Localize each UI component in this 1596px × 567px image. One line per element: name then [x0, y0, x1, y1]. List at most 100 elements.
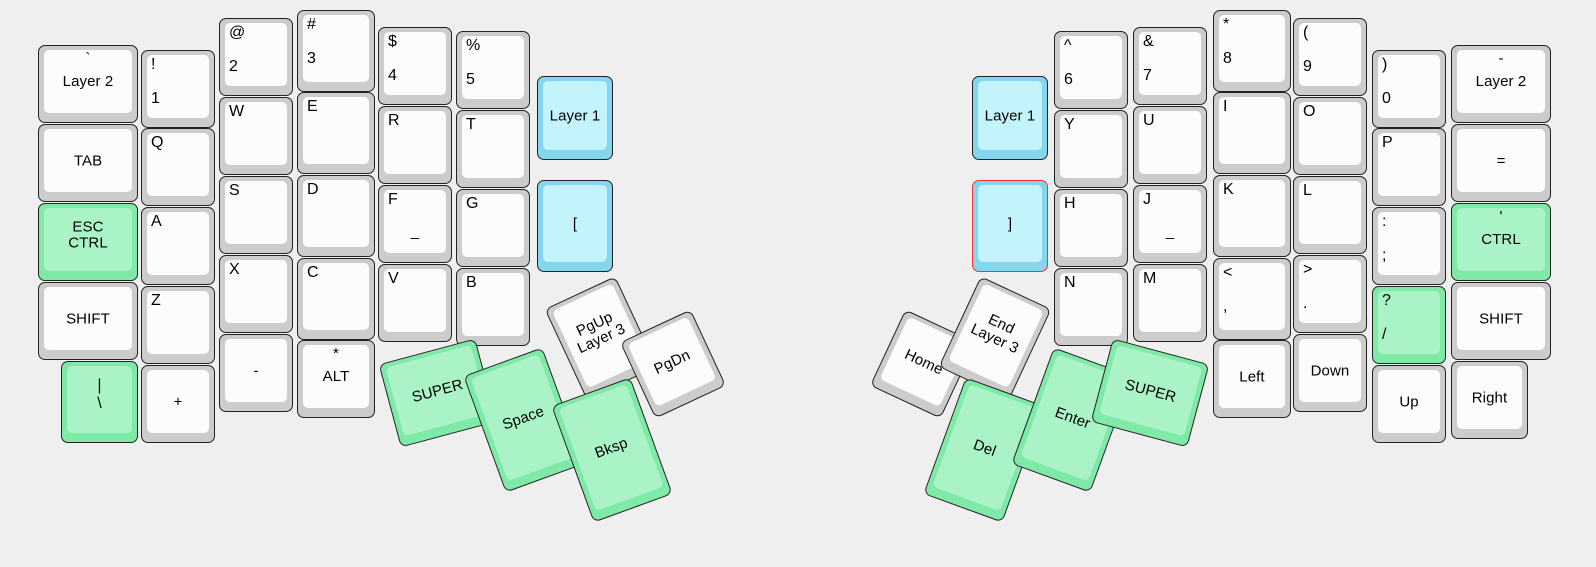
key-alt[interactable]: *ALT	[297, 340, 375, 418]
key-t[interactable]: T	[456, 110, 530, 188]
key-tab[interactable]: TAB	[38, 124, 138, 202]
key-4[interactable]: $4	[378, 27, 452, 105]
key-1[interactable]: !1	[141, 50, 215, 128]
key-n[interactable]: N	[1054, 268, 1128, 346]
keycap-surface	[225, 181, 287, 244]
key-equals[interactable]: =	[1451, 124, 1551, 202]
key-legend-center: SHIFT	[1479, 310, 1523, 328]
key-minus-layer2[interactable]: -Layer 2	[1451, 45, 1551, 123]
key-legend-bottom: 5	[466, 71, 475, 88]
key-legend-top: P	[1382, 134, 1393, 151]
keycap-surface	[462, 115, 524, 178]
key-f[interactable]: F_	[378, 185, 452, 263]
key-p[interactable]: P	[1372, 128, 1446, 206]
key-legend-bottom: 1	[151, 90, 160, 107]
keycap-surface	[1457, 129, 1545, 192]
key-quote-ctrl[interactable]: 'CTRL	[1451, 203, 1551, 281]
keycap-surface	[225, 339, 287, 402]
key-down[interactable]: Down	[1293, 334, 1367, 412]
key-o[interactable]: O	[1293, 97, 1367, 175]
keycap-surface	[384, 190, 446, 253]
key-z[interactable]: Z	[141, 286, 215, 364]
key-c[interactable]: C	[297, 258, 375, 340]
key-u[interactable]: U	[1133, 106, 1207, 184]
key-9[interactable]: (9	[1293, 18, 1367, 96]
key-legend-bottom: 6	[1064, 71, 1073, 88]
keycap-surface	[1219, 263, 1285, 330]
keycap-surface	[1378, 370, 1440, 433]
key-3[interactable]: #3	[297, 10, 375, 92]
key-legend-backslash: \	[97, 395, 102, 412]
key-legend-bottom: 2	[229, 58, 238, 75]
key-legend-tick: '	[1499, 208, 1503, 225]
key-r[interactable]: R	[378, 106, 452, 184]
key-6[interactable]: ^6	[1054, 31, 1128, 109]
key-slash[interactable]: ?/	[1372, 286, 1446, 364]
key-l[interactable]: L	[1293, 176, 1367, 254]
key-pipe-backslash[interactable]: |\	[61, 361, 138, 443]
key-period[interactable]: >.	[1293, 255, 1367, 333]
keycap-surface	[1457, 50, 1545, 113]
key-up[interactable]: Up	[1372, 365, 1446, 443]
key-homing-bump-icon: _	[410, 223, 420, 241]
key-0[interactable]: )0	[1372, 50, 1446, 128]
key-legend-top: )	[1382, 56, 1388, 73]
keycap-surface	[1139, 32, 1201, 95]
key-legend-top: #	[307, 16, 316, 33]
key-k[interactable]: K	[1213, 175, 1291, 257]
key-layer1[interactable]: Layer 1	[537, 76, 613, 160]
key-m[interactable]: M	[1133, 264, 1207, 342]
keycap-surface	[1378, 212, 1440, 275]
key-legend-top: E	[307, 98, 318, 115]
key-legend-bottom: 9	[1303, 58, 1312, 75]
key-j[interactable]: J_	[1133, 185, 1207, 263]
key-minus[interactable]: -	[219, 334, 293, 412]
key-comma[interactable]: <,	[1213, 258, 1291, 340]
key-g[interactable]: G	[456, 189, 530, 267]
key-b[interactable]: B	[456, 268, 530, 346]
key-legend-top: L	[1303, 182, 1312, 199]
key-e[interactable]: E	[297, 92, 375, 174]
keycap-surface	[1299, 260, 1361, 323]
key-legend-center: ]	[1007, 215, 1013, 233]
key-semicolon[interactable]: :;	[1372, 207, 1446, 285]
key-bracket-right[interactable]: ]	[972, 180, 1048, 272]
key-d[interactable]: D	[297, 175, 375, 257]
key-v[interactable]: V	[378, 264, 452, 342]
key-w[interactable]: W	[219, 97, 293, 175]
key-h[interactable]: H	[1054, 189, 1128, 267]
key-esc-ctrl[interactable]: ESC CTRL	[38, 203, 138, 281]
key-legend-bottom: 0	[1382, 90, 1391, 107]
key-x[interactable]: X	[219, 255, 293, 333]
key-legend-bottom: /	[1382, 326, 1387, 343]
key-s[interactable]: S	[219, 176, 293, 254]
key-8[interactable]: *8	[1213, 10, 1291, 92]
key-q[interactable]: Q	[141, 128, 215, 206]
key-y[interactable]: Y	[1054, 110, 1128, 188]
key-legend-center: Layer 1	[549, 107, 601, 125]
key-plus[interactable]: +	[141, 365, 215, 443]
key-legend-top: (	[1303, 24, 1309, 41]
key-a[interactable]: A	[141, 207, 215, 285]
key-5[interactable]: %5	[456, 31, 530, 109]
key-legend-top: @	[229, 24, 246, 41]
key-legend-center: Layer 1	[984, 107, 1036, 125]
key-shift-left[interactable]: SHIFT	[38, 282, 138, 360]
key-legend-center: Left	[1239, 368, 1265, 386]
keycap-surface	[225, 102, 287, 165]
key-7[interactable]: &7	[1133, 27, 1207, 105]
key-i[interactable]: I	[1213, 92, 1291, 174]
key-left[interactable]: Left	[1213, 340, 1291, 418]
key-legend-top: I	[1223, 98, 1228, 115]
key-grave-layer2[interactable]: `Layer 2	[38, 45, 138, 123]
key-right[interactable]: Right	[1451, 361, 1528, 439]
key-layer1-right[interactable]: Layer 1	[972, 76, 1048, 160]
key-legend-bottom: 4	[388, 67, 397, 84]
keycap-surface	[462, 36, 524, 99]
key-2[interactable]: @2	[219, 18, 293, 96]
key-legend-top: X	[229, 261, 240, 278]
keycap-surface	[1139, 111, 1201, 174]
keycap-surface	[1060, 273, 1122, 336]
key-shift-right[interactable]: SHIFT	[1451, 282, 1551, 360]
key-bracket-left[interactable]: [	[537, 180, 613, 272]
